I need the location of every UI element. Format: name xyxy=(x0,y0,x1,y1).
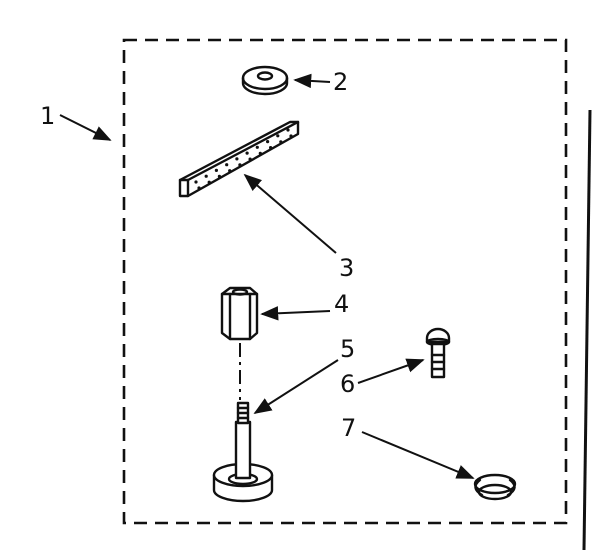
bracket-hole xyxy=(258,151,262,155)
bracket-holes xyxy=(194,128,293,190)
washer xyxy=(241,65,289,96)
callout-4: 4 xyxy=(334,290,349,318)
bracket-hole xyxy=(204,174,208,178)
bracket-hole xyxy=(289,134,293,138)
bracket-hole xyxy=(248,157,252,161)
leader-3 xyxy=(243,173,337,254)
callout-1: 1 xyxy=(40,102,55,130)
coupling-nut xyxy=(220,286,259,341)
callout-6: 6 xyxy=(340,370,355,398)
callout-7: 7 xyxy=(341,414,356,442)
bracket-hole xyxy=(235,157,239,161)
kit-outline xyxy=(122,38,568,525)
bracket-hole xyxy=(266,140,270,144)
leader-2 xyxy=(293,73,331,89)
leveling-foot xyxy=(212,401,274,503)
bracket-hole xyxy=(269,146,273,150)
callout-2: 2 xyxy=(333,68,348,96)
page-edge-line xyxy=(582,109,592,551)
bracket-hole xyxy=(276,134,280,138)
clamp xyxy=(473,473,517,501)
leader-4 xyxy=(260,306,331,321)
bracket-hole xyxy=(194,180,198,184)
bolt xyxy=(425,327,451,379)
bracket-hole xyxy=(286,128,290,132)
leader-1 xyxy=(59,114,112,141)
callout-3: 3 xyxy=(339,254,354,282)
bracket-hole xyxy=(207,180,211,184)
bracket-hole xyxy=(255,145,259,149)
callout-5: 5 xyxy=(340,335,355,363)
leader-6 xyxy=(357,358,425,384)
bracket-hole xyxy=(245,151,249,155)
bracket-hole xyxy=(214,168,218,172)
bracket-hole xyxy=(238,163,242,167)
bracket-hole xyxy=(228,169,232,173)
bracket-hole xyxy=(197,186,201,190)
bracket-hole xyxy=(279,140,283,144)
mounting-bracket xyxy=(178,120,300,198)
bracket-hole xyxy=(225,163,229,167)
leader-7 xyxy=(361,431,475,479)
bracket-hole xyxy=(217,174,221,178)
leader-5 xyxy=(253,359,339,414)
